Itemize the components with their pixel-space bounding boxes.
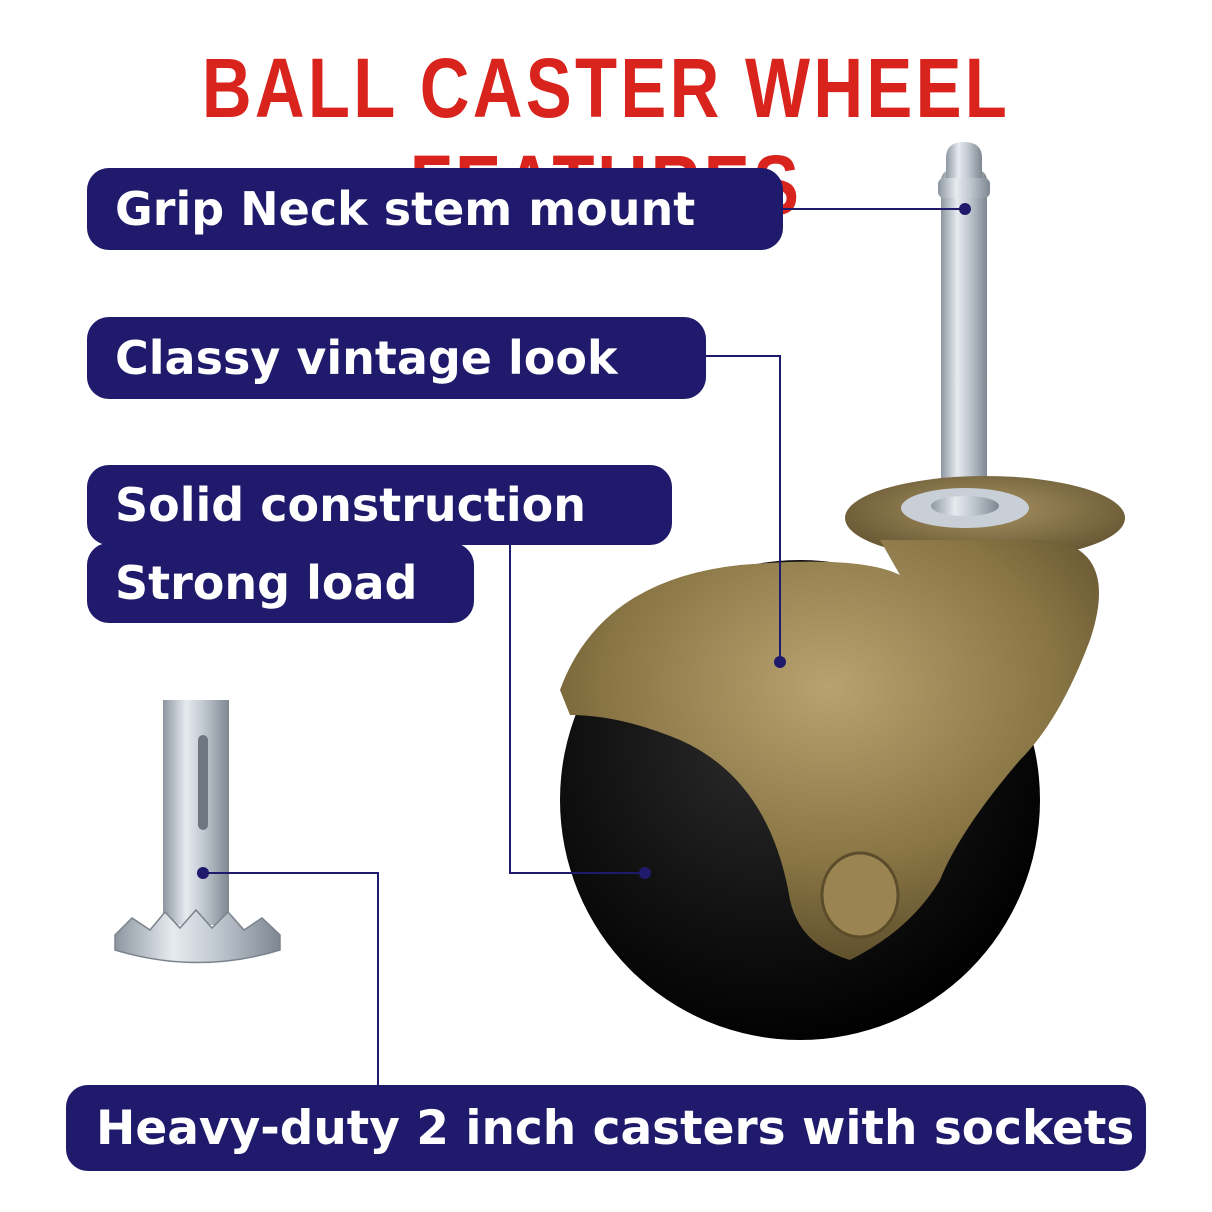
feature-label-solid-construction: Solid construction [87, 465, 672, 545]
brass-hood-image [560, 476, 1125, 960]
leader-lines [203, 208, 965, 1085]
feature-label-heavy-duty: Heavy-duty 2 inch casters with sockets [66, 1085, 1146, 1171]
socket-image [114, 700, 281, 964]
feature-label-grip-neck: Grip Neck stem mount [87, 168, 783, 250]
stem-image [938, 142, 990, 510]
feature-label-vintage: Classy vintage look [87, 317, 706, 399]
leader-dots [197, 203, 971, 879]
feature-label-strong-load: Strong load [87, 543, 474, 623]
